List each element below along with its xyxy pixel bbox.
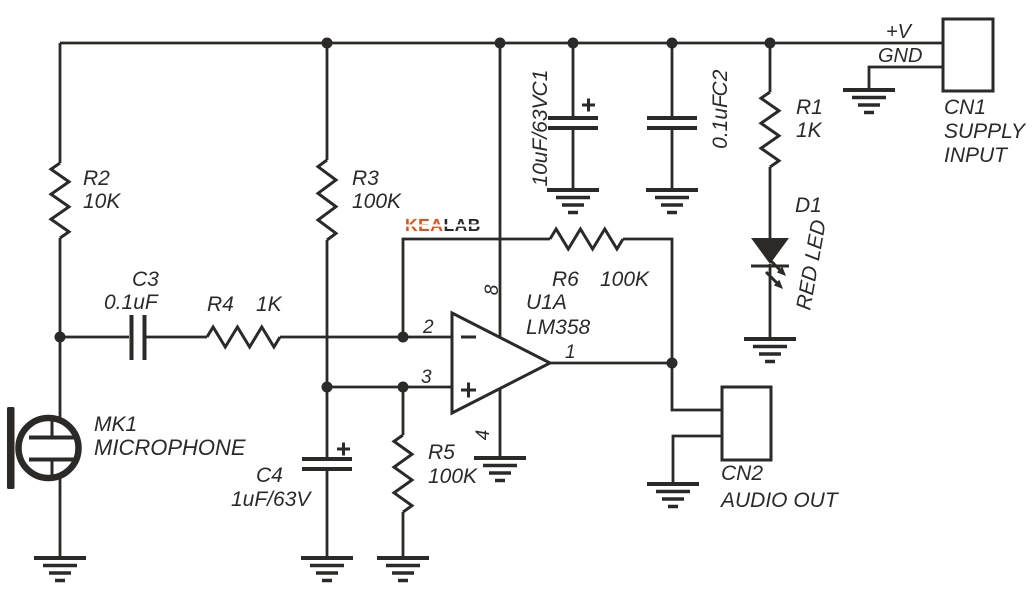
d1-value-label: RED LED — [792, 218, 830, 312]
cn2-desc-label: AUDIO OUT — [719, 489, 840, 512]
microphone-body — [15, 414, 82, 482]
ground-icon — [32, 556, 88, 583]
c2-value-label: 0.1uF — [709, 94, 732, 149]
r4-value-label: 1K — [256, 293, 283, 316]
c2-ref-label: C2 — [709, 69, 732, 96]
c1-plus-icon — [582, 98, 595, 112]
wire-feedback — [401, 237, 722, 412]
junction-dot — [321, 381, 333, 393]
u1a-pin2-label: 2 — [422, 317, 434, 338]
r6-ref-label: R6 — [552, 268, 579, 291]
u1a-value-label: LM358 — [526, 316, 591, 339]
junction-dot — [54, 331, 66, 343]
c1-capacitor-symbol — [548, 116, 598, 130]
opamp-u1a — [450, 310, 554, 416]
vplus-label: +V — [886, 21, 913, 43]
d1-ref-label: D1 — [795, 194, 822, 217]
r6-value-label: 100K — [600, 268, 650, 291]
ground-icon — [472, 456, 528, 483]
r5-resistor-symbol — [391, 433, 415, 514]
led-triangle — [751, 238, 789, 264]
junction-dot — [567, 37, 579, 49]
c3-capacitor-symbol — [129, 315, 147, 360]
c4-ref-label: C4 — [256, 464, 283, 487]
r3-ref-label: R3 — [352, 167, 379, 190]
kealab-logo: KEALAB — [404, 215, 493, 235]
r6-resistor-symbol — [548, 226, 625, 252]
c2-capacitor-symbol — [647, 116, 697, 130]
junction-dot — [494, 37, 506, 49]
cn1-ref-label: CN1 — [944, 96, 986, 119]
junction-dot — [397, 331, 409, 343]
ground-icon — [644, 188, 700, 215]
u1a-pin1-label: 1 — [565, 342, 576, 363]
microphone-icon — [7, 407, 82, 489]
ground-icon — [841, 88, 897, 115]
u1a-pin8-label: 8 — [482, 284, 503, 295]
led-light-arrows — [764, 257, 786, 289]
c1-ref-label: C1 — [529, 70, 552, 97]
r3-value-label: 100K — [352, 190, 402, 213]
r5-value-label: 100K — [428, 465, 478, 488]
r5-ref-label: R5 — [428, 441, 455, 464]
resistors — [48, 90, 782, 514]
wire-cn1-ground — [867, 65, 943, 90]
r4-ref-label: R4 — [207, 293, 234, 316]
cn1-connector-box — [941, 17, 995, 93]
r2-resistor-symbol — [48, 161, 72, 240]
r2-value-label: 10K — [83, 190, 121, 213]
c3-value-label: 0.1uF — [104, 291, 159, 314]
wire-cn2-ground — [671, 434, 722, 484]
r4-resistor-symbol — [205, 324, 282, 350]
junction-dots — [54, 37, 776, 393]
c3-ref-label: C3 — [132, 268, 159, 291]
ground-icon — [742, 337, 798, 364]
c1-value-label: 10uF/63V — [529, 93, 552, 186]
junction-dot — [397, 381, 409, 393]
r3-resistor-symbol — [315, 158, 339, 242]
noninverting-input-icon — [461, 382, 476, 398]
junction-dot — [666, 357, 678, 369]
gnd-label: GND — [878, 45, 922, 67]
mk1-ref-label: MK1 — [94, 413, 137, 436]
ground-icon — [375, 556, 431, 583]
r1-ref-label: R1 — [796, 96, 823, 119]
opamp-triangle-symbol — [450, 310, 554, 416]
r2-ref-label: R2 — [83, 167, 110, 190]
ground-icon — [545, 188, 601, 215]
u1a-pin4-label: 4 — [473, 430, 494, 441]
u1a-ref-label: U1A — [526, 291, 567, 314]
r1-value-label: 1K — [796, 119, 823, 142]
capacitors — [129, 98, 697, 471]
led-icon — [751, 238, 789, 289]
cn1-desc2-label: INPUT — [944, 144, 1009, 167]
r1-resistor-symbol — [758, 90, 782, 169]
junction-dot — [666, 37, 678, 49]
labels: R2 10K R3 100K C3 0.1uF R4 1K MK1 MICROP… — [83, 21, 1027, 512]
c4-capacitor-symbol — [302, 457, 352, 471]
c4-value-label: 1uF/63V — [231, 488, 312, 511]
cn2-ref-label: CN2 — [721, 462, 763, 485]
junction-dot — [321, 37, 333, 49]
microphone-side-bar — [7, 407, 15, 489]
mk1-value-label: MICROPHONE — [94, 435, 246, 460]
cn1-desc1-label: SUPPLY — [944, 120, 1027, 143]
cn2-connector-box — [720, 385, 773, 462]
c4-plus-icon — [337, 442, 350, 456]
wires — [58, 41, 943, 558]
u1a-pin3-label: 3 — [421, 367, 432, 388]
junction-dot — [764, 37, 776, 49]
ground-icon — [299, 556, 355, 583]
ground-icon — [645, 482, 701, 509]
